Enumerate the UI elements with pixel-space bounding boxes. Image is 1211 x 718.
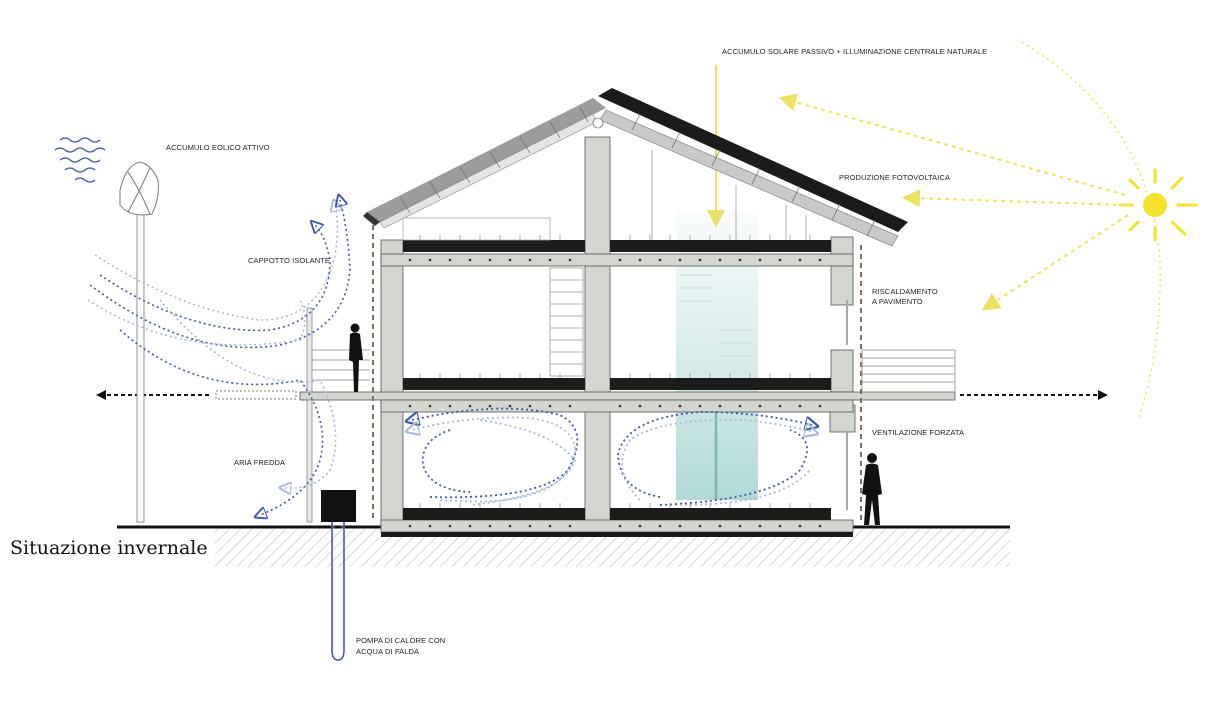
heat-pump-unit	[321, 490, 356, 522]
sun-icon	[1021, 41, 1198, 421]
label-wind: ACCUMULO EOLICO ATTIVO	[166, 143, 270, 152]
central-column	[584, 136, 611, 523]
label-heat-pump-1: POMPA DI CALORE CON	[356, 636, 445, 645]
wind-turbine-icon	[119, 161, 159, 523]
floor-slab-ground	[380, 519, 854, 533]
floor-slab-middle-beam	[380, 399, 854, 413]
solar-ray-upper	[778, 93, 1126, 196]
stair	[402, 217, 584, 377]
groundwater-pipe	[331, 522, 345, 661]
wind-icon	[54, 137, 106, 183]
label-cold-air: ARIA FREDDA	[234, 458, 285, 467]
person-silhouette-balcony	[349, 323, 363, 392]
insulation-lines	[372, 225, 862, 520]
label-passive-solar: ACCUMULO SOLARE PASSIVO + ILLUMINAZIONE …	[722, 47, 987, 56]
label-floor-heating-1: RISCALDAMENTO	[872, 287, 938, 296]
section-line	[96, 390, 1108, 400]
wall-left	[380, 239, 404, 526]
railings	[306, 300, 956, 523]
floor-heating-marks	[419, 235, 811, 508]
exterior-air-flows	[87, 200, 351, 515]
label-heat-pump-2: ACQUA DI FALDA	[356, 647, 419, 656]
roof	[363, 88, 908, 247]
wall-right-upper	[830, 236, 854, 306]
solar-ray-middle	[902, 189, 1126, 208]
upper-glazing	[651, 150, 807, 240]
slab-dots	[408, 258, 822, 528]
page-title: Situazione invernale	[10, 537, 208, 559]
floor-slab-middle	[299, 391, 956, 401]
floor-finishes	[381, 240, 853, 537]
person-silhouette-ground	[862, 453, 882, 525]
building-structure	[299, 136, 956, 533]
label-photovoltaic: PRODUZIONE FOTOVOLTAICA	[839, 173, 950, 182]
floor-slab-upper	[380, 253, 854, 267]
wall-right-middle	[830, 349, 854, 393]
solar-ray-lower	[981, 214, 1129, 311]
heat-pump	[321, 490, 356, 661]
label-insulation: CAPPOTTO ISOLANTE	[248, 256, 330, 265]
interior-air-loops	[412, 407, 812, 506]
label-floor-heating-2: A PAVIMENTO	[872, 297, 923, 306]
light-well-stair-lines	[680, 274, 752, 460]
label-forced-ventilation: VENTILAZIONE FORZATA	[872, 428, 964, 437]
